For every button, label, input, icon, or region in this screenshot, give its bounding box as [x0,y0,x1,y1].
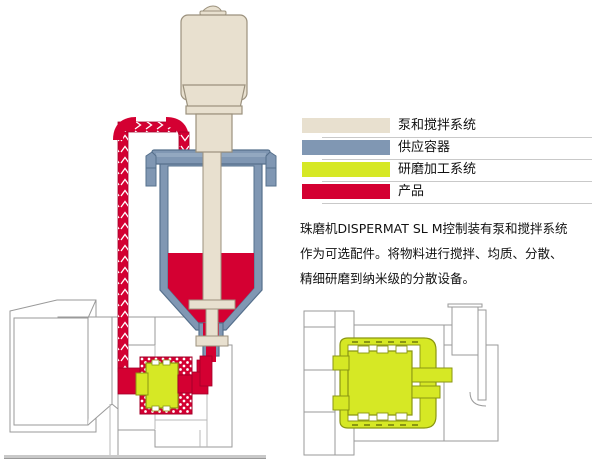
stirrer-shaft [188,114,236,347]
motor-pump-housing [180,5,248,153]
legend-row: 产品 [302,182,592,204]
description-text: 珠磨机DISPERMAT SL M控制装有泵和搅拌系统 作为可选配件。将物料进行… [300,216,600,291]
legend-row: 研磨加工系统 [302,160,592,182]
legend-row: 供应容器 [302,138,592,160]
mill-rotor [145,362,179,409]
legend-divider [322,181,592,182]
machine-body-outline [9,299,155,455]
legend-divider [322,137,592,138]
legend-label-pump-and-stirring-system: 泵和搅拌系统 [398,118,477,133]
legend-label-product: 产品 [398,184,425,199]
description-line-3: 精细研磨到纳米级的分散设备。 [300,271,476,286]
legend-swatch-supply-vessel [302,140,390,155]
legend-row: 泵和搅拌系统 [302,116,592,138]
legend-swatch-pump-and-stirring-system [302,118,390,133]
legend-swatch-grinding-process-system [302,162,390,177]
legend-divider [322,203,592,204]
legend-swatch-product [302,184,390,199]
mill-chamber-main [135,356,193,415]
description-line-2: 作为可选配件。将物料进行搅拌、均质、分散、 [300,246,563,261]
description-line-1: 珠磨机DISPERMAT SL M控制装有泵和搅拌系统 [300,221,568,236]
legend-label-grinding-process-system: 研磨加工系统 [398,162,477,177]
legend-divider [322,159,592,160]
legend-label-supply-vessel: 供应容器 [398,140,451,155]
machine-base-line [4,455,266,459]
legend: 泵和搅拌系统 供应容器 研磨加工系统 产品 [302,116,592,204]
detail-view-mill [303,303,499,456]
